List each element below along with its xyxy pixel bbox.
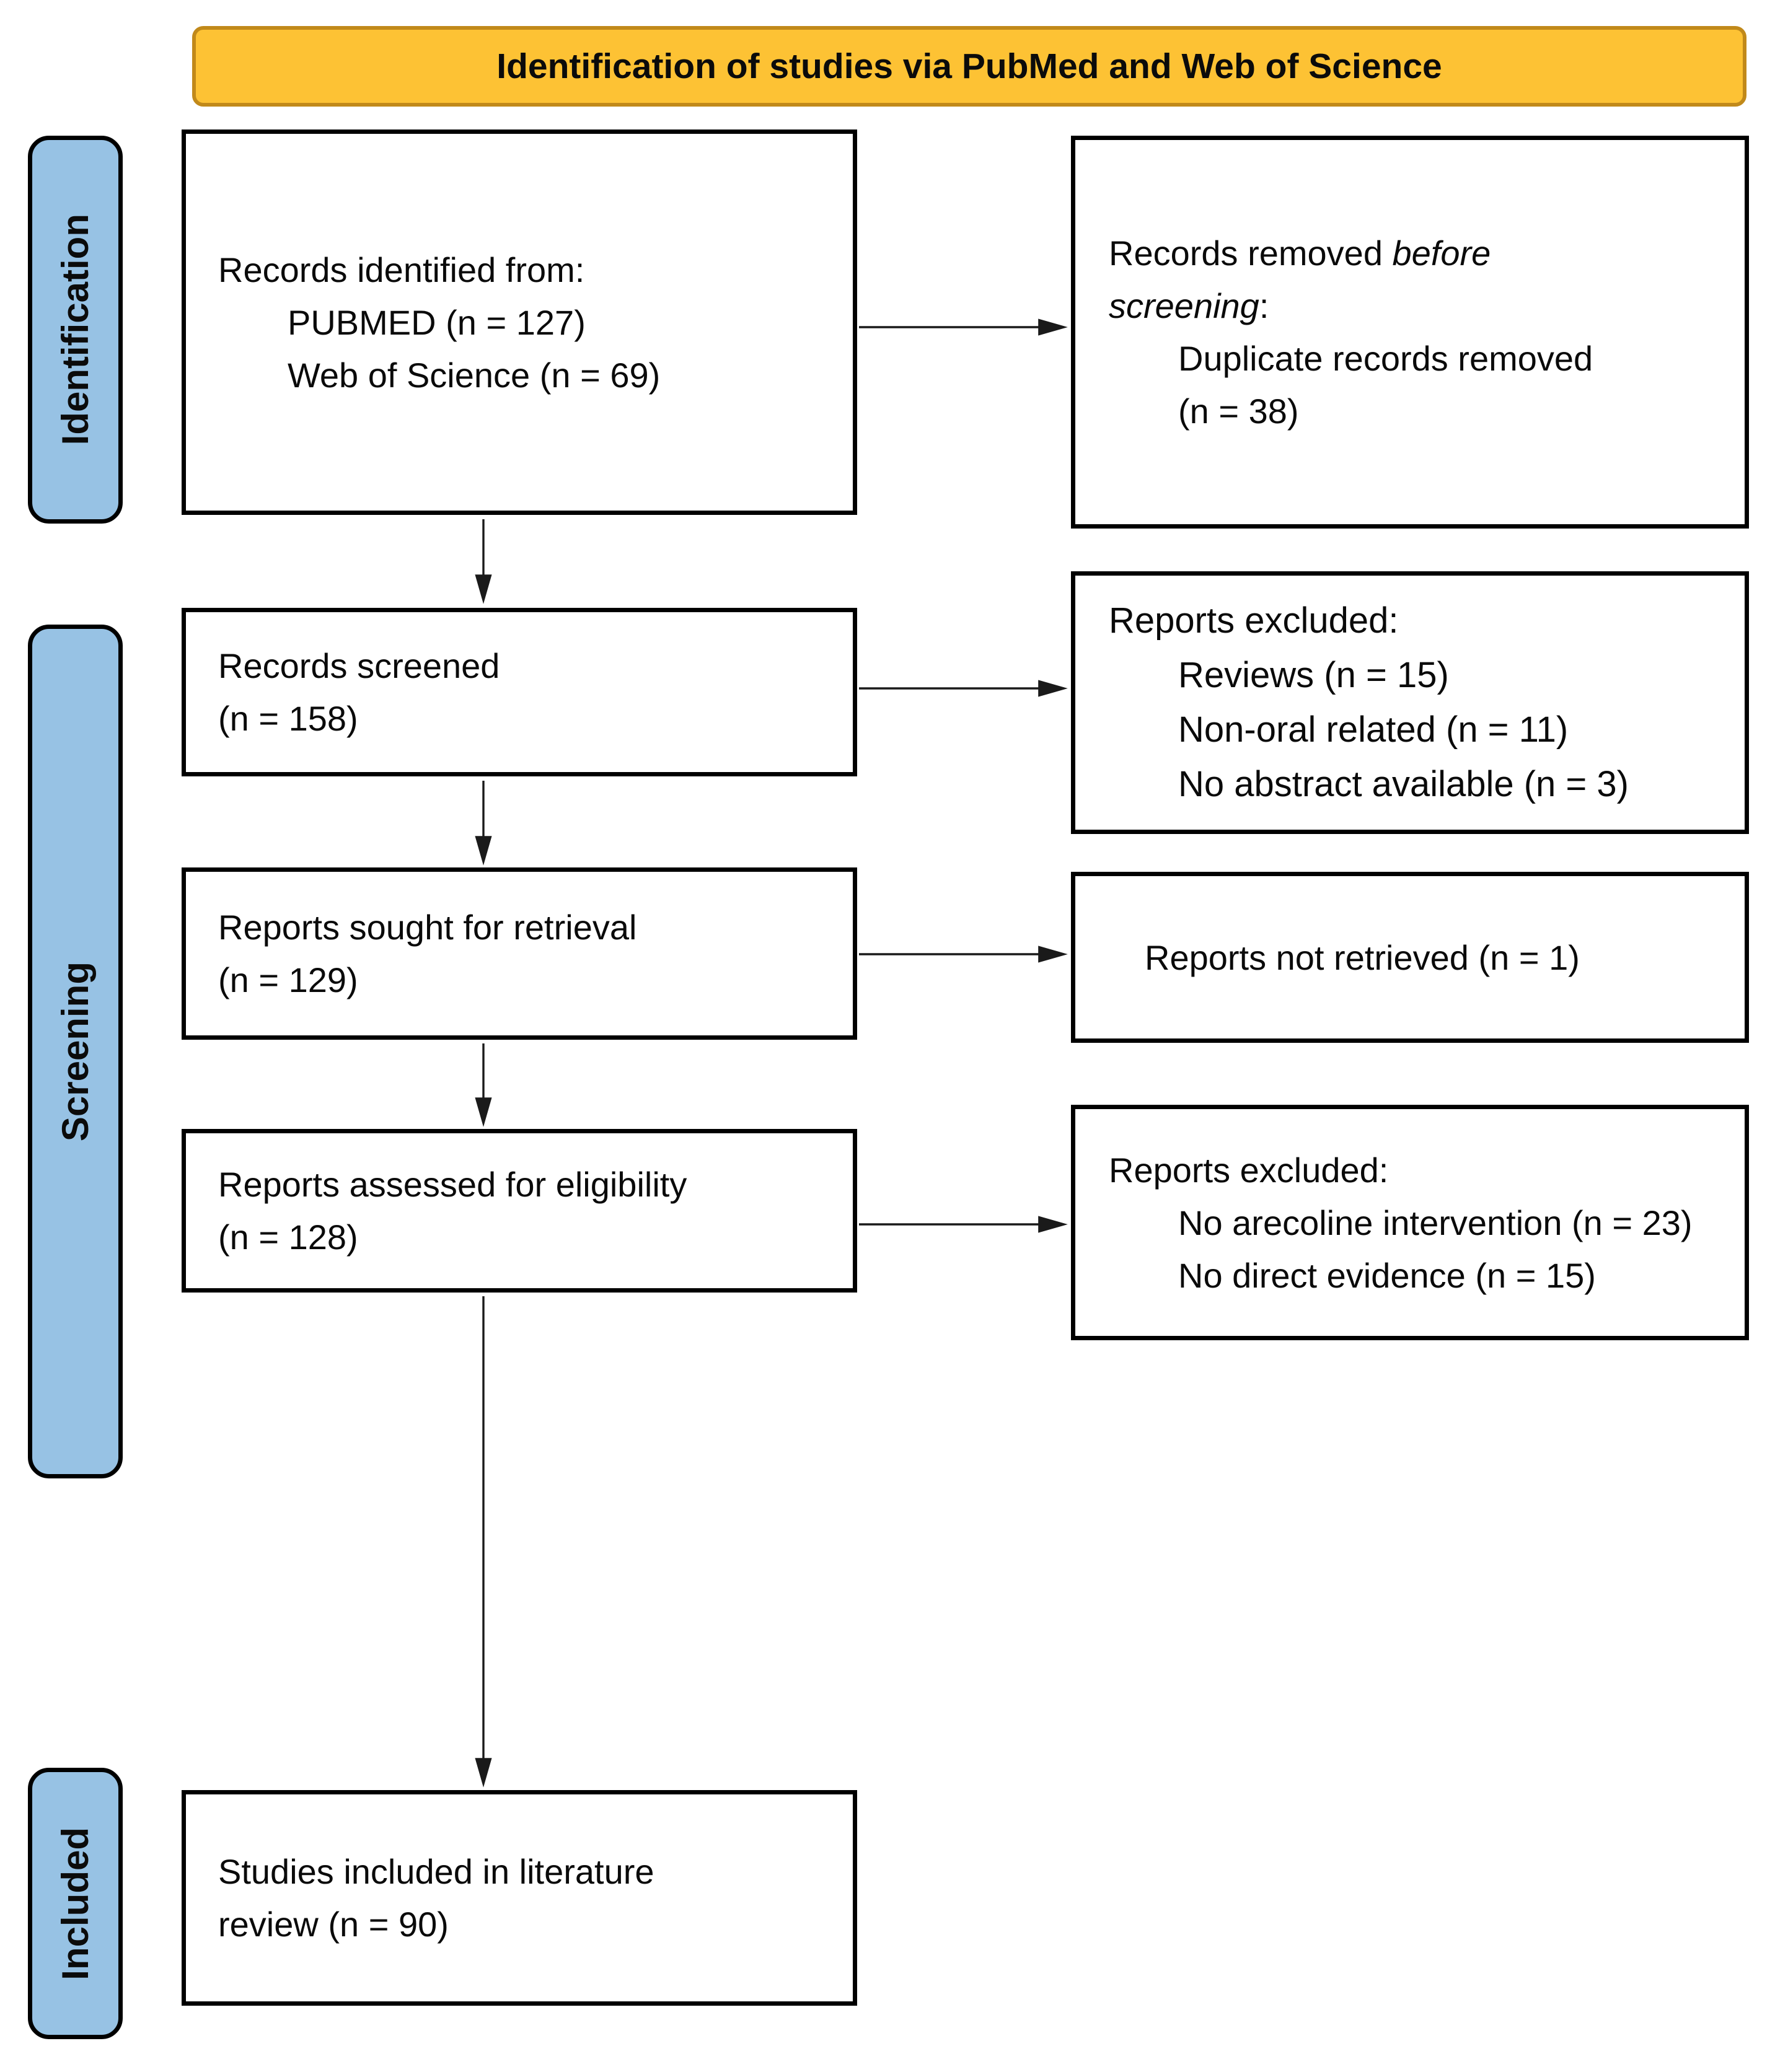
excluded-no-direct-evidence: No direct evidence (n = 15) — [1178, 1255, 1596, 1295]
box-reports-excluded-eligibility: Reports excluded: No arecoline intervent… — [1071, 1105, 1749, 1340]
stage-label-identification-text: Identification — [55, 214, 96, 446]
box-reports-excluded-screening: Reports excluded: Reviews (n = 15) Non-o… — [1071, 571, 1749, 834]
records-removed-heading-line1: Records removed before — [1109, 234, 1491, 273]
reports-assessed-count: (n = 128) — [218, 1218, 358, 1257]
before-italic: before — [1392, 234, 1491, 273]
duplicates-removed: Duplicate records removed — [1178, 339, 1593, 378]
reports-sought-label: Reports sought for retrieval — [218, 908, 637, 947]
excluded-no-arecoline: No arecoline intervention (n = 23) — [1178, 1203, 1693, 1242]
duplicates-removed-count: (n = 38) — [1178, 392, 1299, 431]
reports-excluded-heading: Reports excluded: — [1109, 600, 1399, 641]
stage-label-identification: Identification — [28, 136, 123, 524]
diagram-title: Identification of studies via PubMed and… — [496, 46, 1442, 86]
studies-included-line1: Studies included in literature — [218, 1852, 654, 1891]
records-screened-count: (n = 158) — [218, 699, 358, 738]
box-studies-included: Studies included in literature review (n… — [182, 1790, 857, 2006]
records-removed-heading-line2: screening: — [1109, 286, 1269, 325]
screening-italic: screening — [1109, 286, 1259, 325]
box-records-identified: Records identified from: PUBMED (n = 127… — [182, 130, 857, 515]
box-records-removed: Records removed before screening: Duplic… — [1071, 136, 1749, 529]
stage-label-included-text: Included — [55, 1827, 96, 1980]
records-screened-label: Records screened — [218, 646, 500, 685]
stage-label-screening-text: Screening — [55, 961, 96, 1142]
box-reports-not-retrieved: Reports not retrieved (n = 1) — [1071, 872, 1749, 1043]
box-records-screened: Records screened (n = 158) — [182, 608, 857, 776]
title-banner: Identification of studies via PubMed and… — [192, 26, 1746, 107]
box-reports-sought: Reports sought for retrieval (n = 129) — [182, 867, 857, 1040]
box-reports-assessed: Reports assessed for eligibility (n = 12… — [182, 1129, 857, 1293]
records-identified-pubmed: PUBMED (n = 127) — [288, 302, 586, 342]
excluded-reviews: Reviews (n = 15) — [1178, 655, 1449, 695]
excluded-non-oral: Non-oral related (n = 11) — [1178, 709, 1569, 750]
reports-sought-count: (n = 129) — [218, 960, 358, 999]
records-identified-wos: Web of Science (n = 69) — [288, 355, 661, 395]
stage-label-screening: Screening — [28, 625, 123, 1478]
records-identified-heading: Records identified from: — [218, 250, 585, 289]
stage-label-included: Included — [28, 1768, 123, 2039]
reports-not-retrieved-label: Reports not retrieved (n = 1) — [1145, 937, 1580, 977]
reports-excluded2-heading: Reports excluded: — [1109, 1150, 1389, 1190]
studies-included-line2: review (n = 90) — [218, 1905, 449, 1944]
excluded-no-abstract: No abstract available (n = 3) — [1178, 764, 1629, 804]
reports-assessed-label: Reports assessed for eligibility — [218, 1165, 687, 1204]
